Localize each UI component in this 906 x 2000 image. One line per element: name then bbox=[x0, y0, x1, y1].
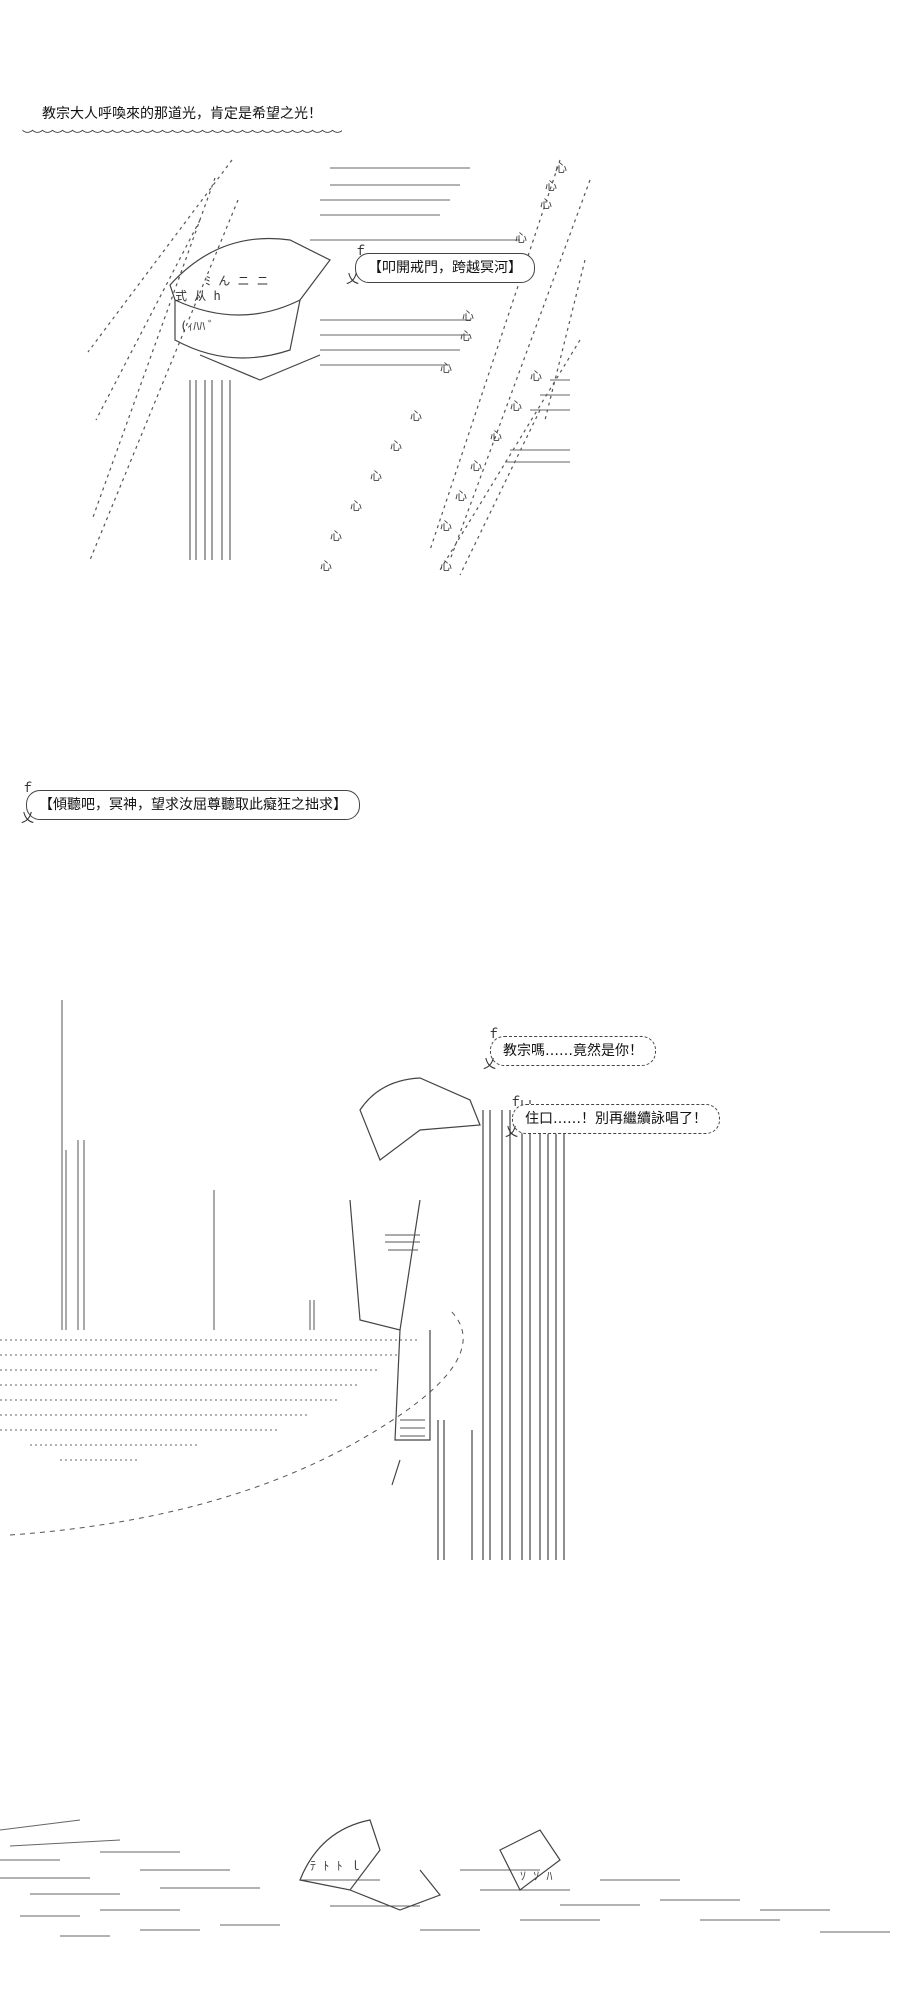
svg-text:心: 心 bbox=[460, 329, 472, 343]
svg-text:心: 心 bbox=[370, 469, 382, 483]
svg-text:心: 心 bbox=[410, 409, 422, 423]
bubble-tail-glyph: ｆ bbox=[21, 781, 35, 796]
svg-text:心: 心 bbox=[555, 161, 567, 175]
ascii-art-city-and-figure bbox=[0, 1000, 565, 1560]
speech-text: 住口……！別再繼續詠唱了！ bbox=[525, 1111, 707, 1127]
ascii-art-priest-in-light: ﾐ ん ニ ニ 式 从 h (ｨﾊﾊ ﾞ 心心心 心心心 心心心 心心心 心心心… bbox=[87, 159, 591, 576]
art-glyph-eye: (ｨﾊﾊ ﾞ bbox=[180, 319, 214, 333]
svg-text:心: 心 bbox=[462, 309, 474, 323]
svg-text:心: 心 bbox=[440, 519, 452, 533]
speech-bubble-stop-chanting: ｆ 住口……！別再繼續詠唱了！ 乂 bbox=[505, 1095, 720, 1140]
speech-text: 【叩開戒門，跨越冥河】 bbox=[368, 260, 522, 276]
ascii-art-collapsed-figure: ﾃ ﾄ ﾄ ｌ ｿ ｿ ﾊ bbox=[0, 1819, 890, 1937]
svg-text:心: 心 bbox=[490, 429, 502, 443]
scene-ground-debris: ﾃ ﾄ ﾄ ｌ ｿ ｿ ﾊ bbox=[0, 1760, 906, 2000]
scallop-bottom-edge: ︶︶︶︶︶︶︶︶︶︶︶︶︶︶︶︶︶︶︶︶︶︶︶︶︶︶︶︶︶︶︶︶︶︶︶ bbox=[22, 129, 342, 136]
bubble-end-glyph: 乂 bbox=[505, 1125, 519, 1140]
bubble-tail-glyph: ｆ bbox=[487, 1027, 501, 1042]
bubble-end-glyph: 乂 bbox=[483, 1057, 497, 1072]
art-glyph-hair: 式 从 h bbox=[175, 289, 221, 303]
bubble-end-glyph: 乂 bbox=[346, 272, 360, 287]
narration-text: 【傾聽吧，冥神，望求汝屈尊聽取此癡狂之拙求】 bbox=[39, 797, 347, 813]
art-glyph-debris-1: ﾃ ﾄ ﾄ ｌ bbox=[310, 1859, 362, 1873]
svg-text:心: 心 bbox=[540, 197, 552, 211]
svg-text:心: 心 bbox=[350, 499, 362, 513]
art-glyph-face: ﾐ ん ニ ニ bbox=[205, 274, 269, 288]
speech-text: 教宗嗎……竟然是你！ bbox=[503, 1043, 643, 1059]
svg-text:心: 心 bbox=[320, 559, 332, 573]
svg-text:心: 心 bbox=[440, 559, 452, 573]
svg-text:心: 心 bbox=[530, 369, 542, 383]
art-glyph-debris-2: ｿ ｿ ﾊ bbox=[520, 1869, 552, 1883]
narration-text: 教宗大人呼喚來的那道光，肯定是希望之光！ bbox=[42, 106, 322, 122]
svg-text:心: 心 bbox=[515, 231, 527, 245]
narration-bubble-invocation: ｆ 【傾聽吧，冥神，望求汝屈尊聽取此癡狂之拙求】 乂 bbox=[21, 781, 360, 826]
svg-text:心: 心 bbox=[440, 361, 452, 375]
svg-text:心: 心 bbox=[455, 489, 467, 503]
bubble-tail-glyph: ｆ bbox=[354, 244, 368, 259]
scene-summoning-light: ︵︵︵︵︵︵︵︵︵︵︵︵︵︵︵︵︵︵︵︵︵︵︵︵︵︵︵︵︵︵︵︵︵︵︵ 教宗大人… bbox=[0, 0, 906, 600]
scallop-top-edge: ︵︵︵︵︵︵︵︵︵︵︵︵︵︵︵︵︵︵︵︵︵︵︵︵︵︵︵︵︵︵︵︵︵︵︵ bbox=[22, 95, 342, 102]
svg-text:心: 心 bbox=[470, 459, 482, 473]
svg-text:心: 心 bbox=[390, 439, 402, 453]
svg-text:心: 心 bbox=[510, 399, 522, 413]
speech-bubble-open-gate: ｆ 【叩開戒門，跨越冥河】 乂 bbox=[346, 244, 535, 287]
scene-invocation: ｆ 【傾聽吧，冥神，望求汝屈尊聽取此癡狂之拙求】 乂 bbox=[0, 770, 906, 850]
bubble-tail-glyph: ｆ bbox=[509, 1095, 523, 1110]
narration-box-scalloped: ︵︵︵︵︵︵︵︵︵︵︵︵︵︵︵︵︵︵︵︵︵︵︵︵︵︵︵︵︵︵︵︵︵︵︵ 教宗大人… bbox=[22, 95, 342, 136]
bubble-end-glyph: 乂 bbox=[21, 811, 35, 826]
svg-text:心: 心 bbox=[545, 179, 557, 193]
speech-bubble-recognition: ｆ 教宗嗎……竟然是你！ 乂 bbox=[483, 1027, 656, 1072]
svg-text:心: 心 bbox=[330, 529, 342, 543]
scene-confrontation: ｆ 教宗嗎……竟然是你！ 乂 ｆ 住口……！別再繼續詠唱了！ 乂 bbox=[0, 1000, 906, 1600]
